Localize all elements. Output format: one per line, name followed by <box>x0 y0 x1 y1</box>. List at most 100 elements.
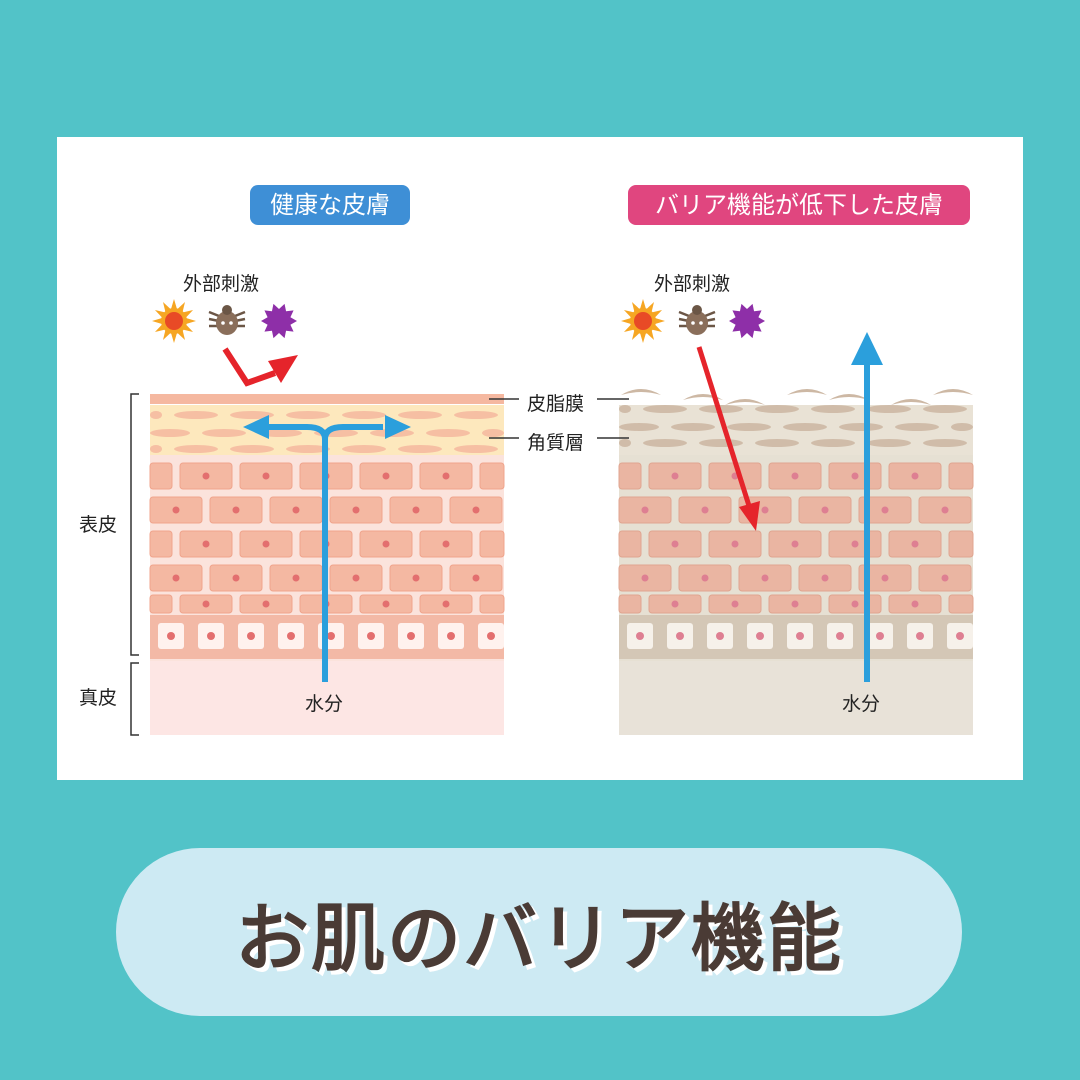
horny-flake <box>426 429 470 437</box>
mite-spot <box>691 321 695 325</box>
cell-nucleus <box>207 632 215 640</box>
cell-nucleus <box>247 632 255 640</box>
healthy-skin-label: 健康な皮膚 <box>250 185 410 225</box>
pollen-body <box>261 303 297 339</box>
cell-nucleus <box>487 632 495 640</box>
sun-ray <box>170 332 178 343</box>
cell-nucleus <box>796 632 804 640</box>
epidermal-cell <box>479 530 505 558</box>
cell-nucleus <box>172 574 180 582</box>
mite-body <box>216 311 238 335</box>
cell-nucleus <box>881 574 889 582</box>
cell-nucleus <box>352 574 360 582</box>
stratum-corneum-label: 角質層 <box>527 432 585 454</box>
horny-flake <box>895 423 939 431</box>
cell-nucleus <box>716 632 724 640</box>
horny-flake <box>286 411 330 419</box>
mite-leg <box>704 310 716 318</box>
epidermal-cell <box>618 462 642 490</box>
page-title: お肌のバリア機能 <box>235 895 843 982</box>
external-stimulus-label-right: 外部刺激 <box>654 273 731 295</box>
cell-nucleus <box>911 472 919 480</box>
cell-nucleus <box>262 600 270 608</box>
horny-flake <box>755 405 799 413</box>
cell-nucleus <box>731 600 739 608</box>
epidermal-cell <box>948 530 974 558</box>
cell-nucleus <box>791 540 799 548</box>
cell-nucleus <box>167 632 175 640</box>
cell-nucleus <box>916 632 924 640</box>
cell-nucleus <box>641 574 649 582</box>
cell-nucleus <box>671 540 679 548</box>
cell-nucleus <box>756 632 764 640</box>
cell-nucleus <box>292 506 300 514</box>
epidermal-cell <box>948 594 974 614</box>
water-retained-arrowhead-left <box>243 415 269 439</box>
cell-nucleus <box>731 540 739 548</box>
cell-nucleus <box>851 600 859 608</box>
water-retained-arrow-right <box>322 424 383 440</box>
cell-nucleus <box>941 574 949 582</box>
horny-flake <box>671 423 715 431</box>
penetrating-stimulus-arrow <box>696 346 753 510</box>
cell-nucleus <box>791 600 799 608</box>
horny-flake <box>699 439 743 447</box>
cell-nucleus <box>836 632 844 640</box>
water-escaping-arrowhead <box>851 332 883 365</box>
cell-nucleus <box>671 472 679 480</box>
cell-nucleus <box>262 540 270 548</box>
horny-flake <box>150 429 190 437</box>
cell-nucleus <box>442 472 450 480</box>
cell-nucleus <box>412 574 420 582</box>
epidermal-cell <box>149 530 173 558</box>
sun-ray <box>170 299 178 310</box>
horny-flake <box>174 445 218 453</box>
overlay-layer <box>130 299 883 736</box>
mite-spot <box>699 321 703 325</box>
epidermal-cell <box>618 594 642 614</box>
horny-flake <box>839 423 883 431</box>
sun-icon <box>621 299 665 343</box>
cell-nucleus <box>701 574 709 582</box>
horny-flake <box>783 423 827 431</box>
sebum-layer <box>150 394 504 404</box>
horny-flake <box>867 405 911 413</box>
detached-flake <box>829 394 869 400</box>
horny-flake <box>923 405 967 413</box>
damaged-skin-label: バリア機能が低下した皮膚 <box>628 185 970 225</box>
cell-nucleus <box>382 540 390 548</box>
cell-nucleus <box>851 472 859 480</box>
epidermis-bracket <box>130 393 139 656</box>
sebum-membrane-label: 皮脂膜 <box>527 393 585 415</box>
cell-nucleus <box>382 600 390 608</box>
cell-nucleus <box>876 632 884 640</box>
horny-flake <box>619 423 659 431</box>
cell-nucleus <box>851 540 859 548</box>
epidermal-cell <box>948 462 974 490</box>
cell-nucleus <box>262 472 270 480</box>
horny-flake <box>286 445 330 453</box>
pollen-icon <box>729 303 765 339</box>
mite-spot <box>221 321 225 325</box>
mite-icon <box>678 305 716 335</box>
cell-nucleus <box>232 506 240 514</box>
horny-flake <box>454 445 498 453</box>
cell-nucleus <box>761 574 769 582</box>
horny-flake <box>951 423 973 431</box>
sun-ray <box>639 332 647 343</box>
mite-leg <box>234 310 246 318</box>
mite-body <box>686 311 708 335</box>
epidermal-cell <box>479 594 505 614</box>
mite-leg <box>678 310 690 318</box>
pollen-icon <box>261 303 297 339</box>
sun-ray <box>654 317 665 325</box>
sun-icon <box>152 299 196 343</box>
sun-ray <box>621 317 632 325</box>
detached-flake <box>891 399 931 405</box>
cell-nucleus <box>761 506 769 514</box>
deflected-stimulus-arrowhead <box>268 355 298 383</box>
cell-nucleus <box>202 600 210 608</box>
title-banner: お肌のバリア機能 <box>116 848 962 1016</box>
cell-nucleus <box>447 632 455 640</box>
detached-flake <box>621 389 661 395</box>
